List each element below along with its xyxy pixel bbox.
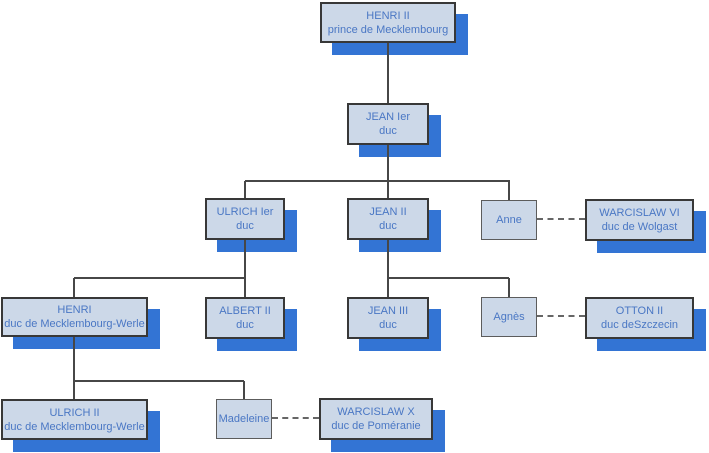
person-title: duc de Poméranie	[331, 420, 421, 432]
person-name: ULRICH II	[49, 406, 100, 419]
tree-node-ulrich-ier[interactable]: ULRICH Ier duc	[205, 198, 285, 240]
person-title: duc	[236, 319, 254, 331]
descent-connector-line	[387, 181, 389, 198]
person-name: JEAN III	[367, 305, 409, 317]
person-name: ALBERT II	[219, 305, 271, 317]
person-title: duc	[379, 319, 397, 331]
tree-node-jean-iii[interactable]: JEAN III duc	[347, 297, 429, 339]
person-name: Agnès	[493, 311, 525, 323]
descent-connector-line	[244, 181, 246, 198]
descent-connector-line	[244, 278, 246, 297]
person-title: duc de Wolgast	[601, 221, 678, 233]
tree-node-jean-ier[interactable]: JEAN Ier duc	[347, 103, 429, 145]
person-name: Madeleine	[218, 413, 270, 425]
tree-node-agnes[interactable]: Agnès	[481, 297, 537, 337]
descent-connector-line	[74, 380, 244, 382]
person-name: Anne	[496, 214, 522, 226]
descent-connector-line	[387, 145, 389, 182]
marriage-connector-line	[537, 218, 585, 220]
person-name: WARCISLAW VI	[599, 207, 680, 219]
tree-node-albert-ii[interactable]: ALBERT II duc	[205, 297, 285, 339]
descent-connector-line	[508, 278, 510, 297]
person-name: JEAN Ier	[365, 111, 410, 123]
person-name: HENRI	[57, 304, 92, 316]
person-name: WARCISLAW X	[337, 406, 415, 418]
descent-connector-line	[73, 278, 75, 297]
descent-connector-line	[73, 337, 75, 381]
person-name: HENRI II	[366, 9, 410, 22]
tree-node-otton-ii[interactable]: OTTON II duc deSzczecin	[585, 297, 694, 339]
marriage-connector-line	[272, 417, 319, 419]
descent-connector-line	[388, 277, 509, 279]
descent-connector-line	[508, 181, 510, 200]
descent-connector-line	[387, 43, 389, 103]
tree-node-warcislaw-x[interactable]: WARCISLAW X duc de Poméranie	[319, 398, 433, 440]
descent-connector-line	[74, 277, 245, 279]
descent-connector-line	[387, 240, 389, 278]
tree-node-anne[interactable]: Anne	[481, 200, 537, 240]
tree-node-madeleine[interactable]: Madeleine	[216, 399, 272, 439]
person-title: duc	[236, 220, 254, 232]
descent-connector-line	[244, 240, 246, 278]
tree-node-jean-ii[interactable]: JEAN II duc	[347, 198, 429, 240]
person-title: duc	[379, 220, 397, 232]
descent-connector-line	[73, 381, 75, 399]
descent-connector-line	[387, 278, 389, 297]
person-title: duc de Mecklembourg-Werle	[4, 318, 145, 330]
person-title: duc	[379, 125, 397, 137]
tree-node-henri[interactable]: HENRI duc de Mecklembourg-Werle	[1, 297, 148, 337]
person-title: duc deSzczecin	[600, 319, 679, 331]
person-name: JEAN II	[369, 206, 407, 218]
tree-node-warcislaw-vi[interactable]: WARCISLAW VI duc de Wolgast	[585, 199, 694, 241]
marriage-connector-line	[537, 315, 585, 317]
descent-connector-line	[243, 381, 245, 399]
person-name: OTTON II	[615, 305, 664, 317]
person-title: prince de Mecklembourg	[327, 23, 449, 36]
descent-connector-line	[245, 180, 510, 182]
person-name: ULRICH Ier	[216, 206, 274, 218]
person-title: duc de Mecklembourg-Werle	[4, 420, 145, 433]
